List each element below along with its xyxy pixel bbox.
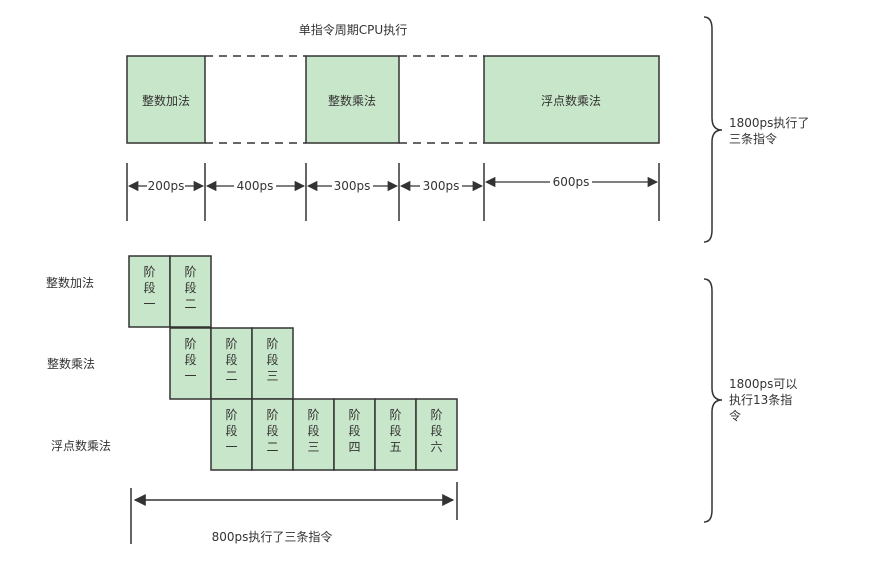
stage-char: 一 bbox=[184, 369, 196, 383]
stage-cell bbox=[374, 398, 417, 471]
row-label: 整数加法 bbox=[46, 275, 94, 290]
stage-cell bbox=[292, 398, 335, 471]
stage-char: 阶 bbox=[348, 408, 360, 422]
stage-char: 阶 bbox=[266, 337, 278, 351]
span-label: 800ps执行了三条指令 bbox=[212, 529, 333, 544]
stage-cell bbox=[251, 327, 294, 400]
pipeline-stages: 整数加法阶段一阶段二整数乘法阶段一阶段二阶段三浮点数乘法阶段一阶段二阶段三阶段四… bbox=[46, 255, 458, 471]
stage-char: 五 bbox=[389, 440, 401, 454]
stage-char: 段 bbox=[184, 280, 196, 295]
stage-char: 阶 bbox=[430, 408, 442, 422]
duration-label-2: 400ps bbox=[237, 179, 274, 193]
stage-char: 阶 bbox=[143, 265, 155, 279]
stage-cell bbox=[210, 327, 253, 400]
top-title: 单指令周期CPU执行 bbox=[299, 22, 407, 37]
stage-char: 阶 bbox=[225, 408, 237, 422]
stage-char: 二 bbox=[225, 369, 237, 383]
op-box-float-mul bbox=[483, 55, 660, 144]
stage-char: 段 bbox=[143, 280, 155, 295]
stage-char: 段 bbox=[225, 352, 237, 367]
stage-char: 六 bbox=[430, 440, 442, 454]
bottom-brace bbox=[703, 278, 723, 523]
duration-label-4: 300ps bbox=[423, 179, 460, 193]
stage-char: 段 bbox=[430, 423, 442, 438]
stage-char: 阶 bbox=[307, 408, 319, 422]
duration-label-3: 300ps bbox=[334, 179, 371, 193]
stage-char: 段 bbox=[307, 423, 319, 438]
stage-char: 段 bbox=[184, 352, 196, 367]
op-box-int-add bbox=[126, 55, 206, 144]
op-label-int-add: 整数加法 bbox=[142, 93, 190, 108]
stage-char: 段 bbox=[266, 352, 278, 367]
op-label-float-mul: 浮点数乘法 bbox=[541, 93, 601, 108]
duration-label-5: 600ps bbox=[553, 175, 590, 189]
stage-char: 阶 bbox=[266, 408, 278, 422]
stage-char: 一 bbox=[143, 297, 155, 311]
row-label: 浮点数乘法 bbox=[51, 438, 111, 453]
stage-char: 阶 bbox=[184, 265, 196, 279]
stage-char: 一 bbox=[225, 440, 237, 454]
op-label-int-mul: 整数乘法 bbox=[328, 93, 376, 108]
stage-char: 段 bbox=[266, 423, 278, 438]
stage-cell bbox=[333, 398, 376, 471]
stage-cell bbox=[169, 255, 212, 328]
stage-char: 二 bbox=[184, 297, 196, 311]
stage-char: 三 bbox=[307, 440, 319, 454]
stage-char: 段 bbox=[389, 423, 401, 438]
stage-char: 段 bbox=[348, 423, 360, 438]
op-box-int-mul bbox=[305, 55, 400, 144]
stage-char: 阶 bbox=[389, 408, 401, 422]
stage-cell bbox=[415, 398, 458, 471]
stage-cell bbox=[169, 327, 212, 400]
bottom-brace-label: 1800ps可以 执行13条指 令 bbox=[729, 377, 801, 423]
stage-cell bbox=[251, 398, 294, 471]
stage-char: 阶 bbox=[225, 337, 237, 351]
stage-char: 三 bbox=[266, 369, 278, 383]
row-label: 整数乘法 bbox=[47, 356, 95, 371]
stage-char: 二 bbox=[266, 440, 278, 454]
top-brace bbox=[703, 16, 723, 243]
stage-char: 阶 bbox=[184, 337, 196, 351]
top-brace-label: 1800ps执行了 三条指令 bbox=[729, 116, 813, 146]
stage-cell bbox=[128, 255, 171, 328]
duration-label-1: 200ps bbox=[148, 179, 185, 193]
stage-char: 四 bbox=[348, 440, 360, 454]
stage-char: 段 bbox=[225, 423, 237, 438]
